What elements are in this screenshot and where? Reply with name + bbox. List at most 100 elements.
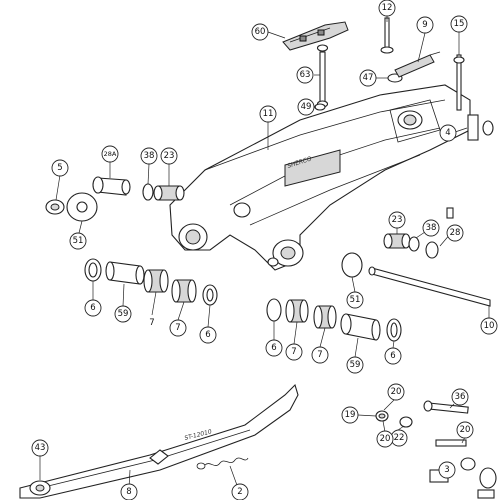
callout-label-12: 12 bbox=[382, 3, 393, 13]
callout-label-7-b: 7 bbox=[175, 323, 180, 333]
callout-7-b: 7 bbox=[169, 319, 187, 337]
pivot-shaft-10 bbox=[368, 266, 491, 307]
callout-label-28a: 28A bbox=[104, 150, 117, 158]
callout-60: 60 bbox=[251, 23, 269, 41]
leader-lines bbox=[39, 16, 490, 489]
callout-2: 2 bbox=[231, 483, 249, 500]
ring-38 bbox=[142, 183, 154, 201]
callout-label-36: 36 bbox=[455, 392, 466, 402]
callout-label-5: 5 bbox=[57, 163, 62, 173]
callout-label-10: 10 bbox=[484, 321, 495, 331]
callout-23-right: 23 bbox=[388, 211, 406, 229]
bearing-23 bbox=[153, 185, 185, 201]
callout-59-b: 59 bbox=[346, 356, 364, 374]
callout-7-c: 7 bbox=[285, 343, 303, 361]
callout-28a: 28A bbox=[101, 145, 119, 163]
bearing-23-right bbox=[383, 233, 411, 249]
callout-12: 12 bbox=[378, 0, 396, 17]
lower-right-stack bbox=[266, 298, 402, 342]
callout-label-63: 63 bbox=[300, 70, 311, 80]
callout-label-22: 22 bbox=[394, 433, 405, 443]
callout-43: 43 bbox=[31, 439, 49, 457]
callout-label-59-b: 59 bbox=[350, 360, 361, 370]
callout-label-9: 9 bbox=[422, 20, 427, 30]
callout-28: 28 bbox=[446, 224, 464, 242]
callout-label-49: 49 bbox=[301, 102, 312, 112]
callout-7-d: 7 bbox=[311, 346, 329, 364]
callout-label-7-a: 7 bbox=[149, 318, 154, 328]
callout-7-a: 7 bbox=[144, 315, 160, 331]
callout-label-6-d: 6 bbox=[390, 351, 395, 361]
callout-label-51-left: 51 bbox=[73, 236, 84, 246]
callout-49: 49 bbox=[297, 98, 315, 116]
nut-49 bbox=[314, 103, 326, 111]
cap-28 bbox=[425, 241, 439, 259]
side-stand: ST-12010 bbox=[19, 383, 299, 499]
callout-6-d: 6 bbox=[384, 347, 402, 365]
callout-5: 5 bbox=[51, 159, 69, 177]
callout-8: 8 bbox=[120, 483, 138, 500]
callout-label-20-b: 20 bbox=[380, 434, 391, 444]
callout-label-60: 60 bbox=[255, 27, 266, 37]
chain-guide bbox=[282, 21, 349, 51]
spacer-28a bbox=[92, 176, 131, 196]
callout-label-47: 47 bbox=[363, 73, 374, 83]
callout-47: 47 bbox=[359, 69, 377, 87]
callout-label-38-right: 38 bbox=[426, 223, 437, 233]
callout-label-6-c: 6 bbox=[271, 343, 276, 353]
callout-6-c: 6 bbox=[265, 339, 283, 357]
callout-label-7-d: 7 bbox=[317, 350, 322, 360]
adjuster-cap bbox=[482, 120, 494, 136]
callout-20-b: 20 bbox=[376, 430, 394, 448]
callout-label-4: 4 bbox=[445, 128, 450, 138]
callout-51-left: 51 bbox=[69, 232, 87, 250]
callout-63: 63 bbox=[296, 66, 314, 84]
bolt-63 bbox=[316, 44, 329, 108]
callout-9: 9 bbox=[416, 16, 434, 34]
callout-label-28: 28 bbox=[450, 228, 461, 238]
callout-38: 38 bbox=[140, 147, 158, 165]
callout-label-20-c: 20 bbox=[460, 425, 471, 435]
callout-label-38: 38 bbox=[144, 151, 155, 161]
callout-3: 3 bbox=[438, 461, 456, 479]
callout-label-59-a: 59 bbox=[118, 309, 129, 319]
callout-38-right: 38 bbox=[422, 219, 440, 237]
stand-pivot-parts bbox=[375, 400, 497, 499]
stand-spring bbox=[196, 457, 249, 470]
callout-23: 23 bbox=[160, 147, 178, 165]
callout-label-23: 23 bbox=[164, 151, 175, 161]
chain-adjuster bbox=[467, 114, 479, 141]
callout-4: 4 bbox=[439, 124, 457, 142]
callout-label-23-right: 23 bbox=[392, 215, 403, 225]
spring-9 bbox=[394, 51, 441, 78]
callout-22: 22 bbox=[390, 429, 408, 447]
callout-label-2: 2 bbox=[237, 487, 242, 497]
callout-label-20-a: 20 bbox=[391, 387, 402, 397]
callout-20-a: 20 bbox=[387, 383, 405, 401]
callout-label-7-c: 7 bbox=[291, 347, 296, 357]
callout-36: 36 bbox=[451, 388, 469, 406]
callout-6-b: 6 bbox=[199, 326, 217, 344]
screw-12 bbox=[380, 17, 394, 54]
callout-label-6-a: 6 bbox=[90, 303, 95, 313]
seal-51-left bbox=[66, 192, 98, 222]
bolt-small bbox=[446, 207, 454, 219]
callout-20-c: 20 bbox=[456, 421, 474, 439]
callout-label-11: 11 bbox=[263, 109, 274, 119]
callout-10: 10 bbox=[480, 317, 498, 335]
callout-59-a: 59 bbox=[114, 305, 132, 323]
cap-5 bbox=[45, 199, 65, 215]
swingarm: SHERCO bbox=[169, 84, 471, 271]
callout-19: 19 bbox=[341, 406, 359, 424]
callout-11: 11 bbox=[259, 105, 277, 123]
callout-label-8: 8 bbox=[126, 487, 131, 497]
callout-label-51-right: 51 bbox=[350, 295, 361, 305]
callout-51-right: 51 bbox=[346, 291, 364, 309]
callout-label-19: 19 bbox=[345, 410, 356, 420]
ring-38-right bbox=[408, 236, 420, 252]
seal-51-right bbox=[341, 252, 363, 278]
callout-label-3: 3 bbox=[444, 465, 449, 475]
callout-6-a: 6 bbox=[84, 299, 102, 317]
